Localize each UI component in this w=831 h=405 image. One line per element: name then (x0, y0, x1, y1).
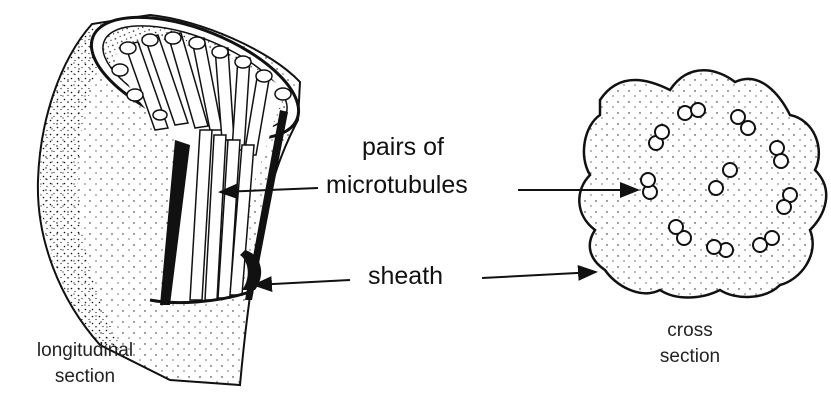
arrow-sheath-left (254, 280, 350, 285)
label-longitudinal: longitudinal (10, 340, 160, 362)
label-cross-section: section (635, 346, 745, 368)
arrow-sheath-right (482, 272, 596, 278)
label-microtubules: microtubules (326, 171, 468, 200)
label-sheath: sheath (368, 262, 443, 291)
label-cross: cross (635, 320, 745, 342)
cross-section-drawing (579, 70, 826, 297)
label-pairs-of: pairs of (362, 133, 444, 162)
label-longitudinal-section: section (10, 366, 160, 388)
longitudinal-section-drawing (38, 0, 315, 385)
